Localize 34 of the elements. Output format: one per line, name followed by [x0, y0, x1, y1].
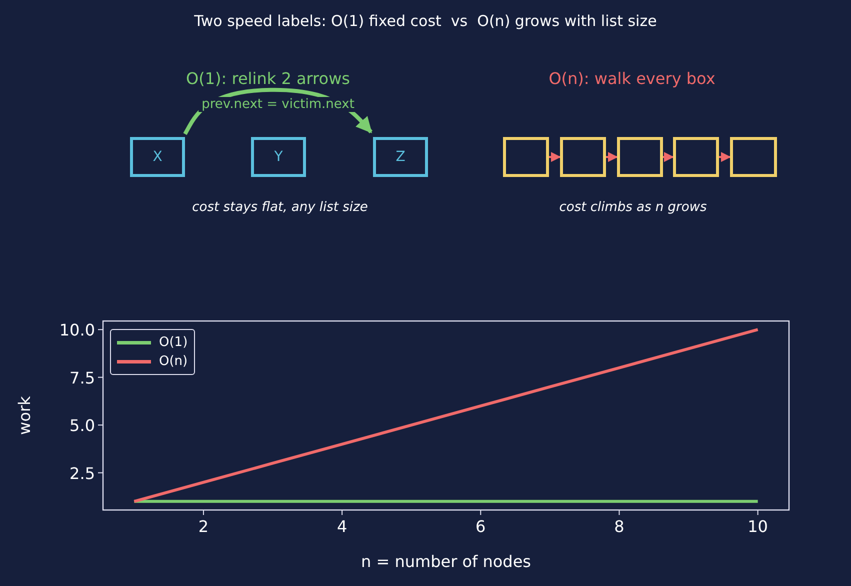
legend-text: O(1): [159, 335, 188, 350]
arrow: [718, 152, 731, 162]
y-axis-label: work: [15, 396, 34, 435]
empty-list-box: [673, 137, 719, 177]
y-tick-label: 10.0: [59, 320, 95, 340]
empty-list-box: [503, 137, 549, 177]
edge-label: prev.next = victim.next: [198, 97, 358, 112]
y-tick-label: 5.0: [70, 416, 95, 436]
arrow: [606, 152, 618, 162]
y-tick-label: 7.5: [70, 368, 95, 388]
diagram-title: Two speed labels: O(1) fixed cost vs O(n) grows with list size: [193, 12, 658, 30]
section-heading: O(1): relink 2 arrows: [185, 69, 351, 88]
section-heading: O(n): walk every box: [548, 69, 716, 88]
x-tick-label: 2: [198, 517, 209, 536]
node-label: Y: [274, 149, 283, 165]
y-tick-label: 2.5: [70, 464, 95, 483]
x-tick-label: 6: [476, 517, 486, 536]
x-axis-label: n = number of nodes: [360, 552, 532, 571]
empty-list-box: [560, 137, 606, 177]
node-label: Z: [396, 149, 406, 165]
arrow: [548, 152, 561, 162]
note: cost climbs as n grows: [558, 200, 708, 215]
x-tick-label: 4: [336, 517, 348, 536]
empty-list-box: [730, 137, 777, 177]
note: cost stays flat, any list size: [191, 200, 369, 215]
x-tick-label: 10: [748, 517, 768, 536]
x-tick-label: 8: [614, 517, 624, 536]
list-node-box: [130, 137, 185, 177]
legend-text: O(n): [159, 354, 188, 369]
list-node-box: [251, 137, 306, 177]
arrow: [662, 152, 674, 162]
node-label: X: [152, 149, 162, 165]
empty-list-box: [617, 137, 663, 177]
list-node-box: [373, 137, 428, 177]
